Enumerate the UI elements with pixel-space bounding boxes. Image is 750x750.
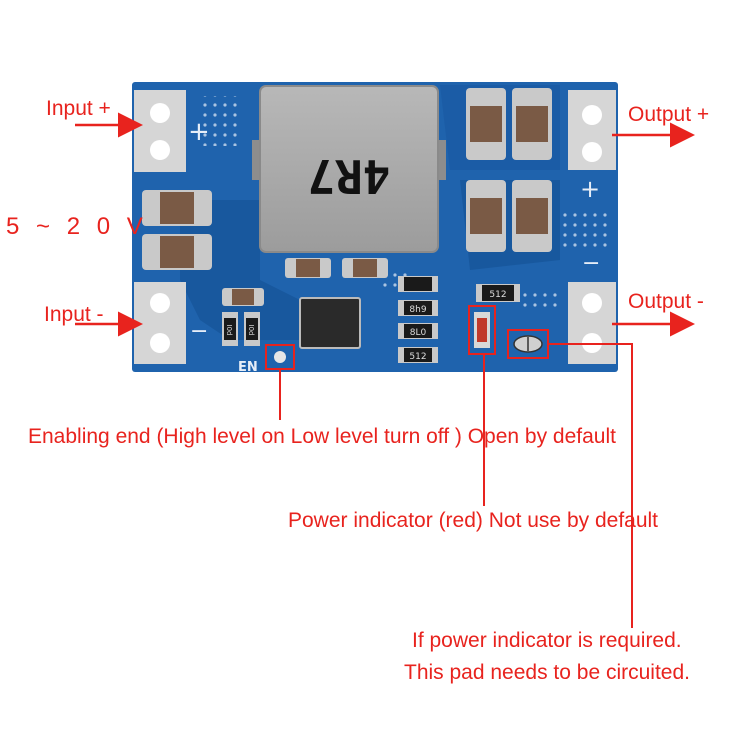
converter-ic: [299, 297, 361, 349]
power-led: [468, 305, 496, 355]
input-minus-pads: [134, 282, 186, 364]
annotation-pad-line2: This pad needs to be circuited.: [404, 661, 691, 684]
output-minus-pads: [568, 282, 616, 364]
pin-arrows: [75, 112, 695, 337]
silk-plus-left: +: [188, 117, 210, 147]
annotation-power-indicator: Power indicator (red) Not use by default: [288, 509, 659, 532]
resistor-code-small-2: I0d: [247, 325, 255, 336]
resistor-code-4: 512: [409, 352, 426, 362]
resistor-code-1: 512: [489, 290, 506, 300]
output-capacitors: [466, 88, 552, 252]
label-output-plus: Output +: [628, 103, 710, 126]
resistor-code-2: 8h9: [409, 305, 426, 315]
silk-plus-right: +: [580, 175, 600, 203]
inductor-marking: 4R7: [307, 149, 390, 203]
silk-minus-left: −: [190, 319, 208, 344]
input-capacitors: [142, 190, 212, 270]
label-voltage-range: 5 ~ 2 0 V: [6, 213, 148, 240]
label-input-plus: Input +: [46, 97, 111, 120]
label-input-minus: Input -: [44, 303, 104, 326]
label-output-minus: Output -: [628, 290, 704, 313]
resistor-code-small-1: I0d: [225, 325, 233, 336]
leader-lines: [279, 343, 633, 628]
inductor: 4R7: [252, 85, 446, 253]
output-plus-pads: [568, 90, 616, 170]
en-silk-label: EN: [238, 360, 258, 375]
silk-minus-right: −: [582, 251, 600, 276]
resistor-stack: 8h9 8L0 512 512: [398, 276, 520, 363]
input-plus-pads: [134, 90, 186, 172]
led-solder-pad: [507, 329, 549, 359]
annotation-enable-pin: Enabling end (High level on Low level tu…: [28, 425, 616, 448]
annotation-pad-line1: If power indicator is required.: [412, 629, 682, 652]
small-resistors: I0d I0d: [222, 312, 260, 346]
small-capacitors: [222, 258, 388, 306]
resistor-code-3: 8L0: [410, 328, 427, 338]
